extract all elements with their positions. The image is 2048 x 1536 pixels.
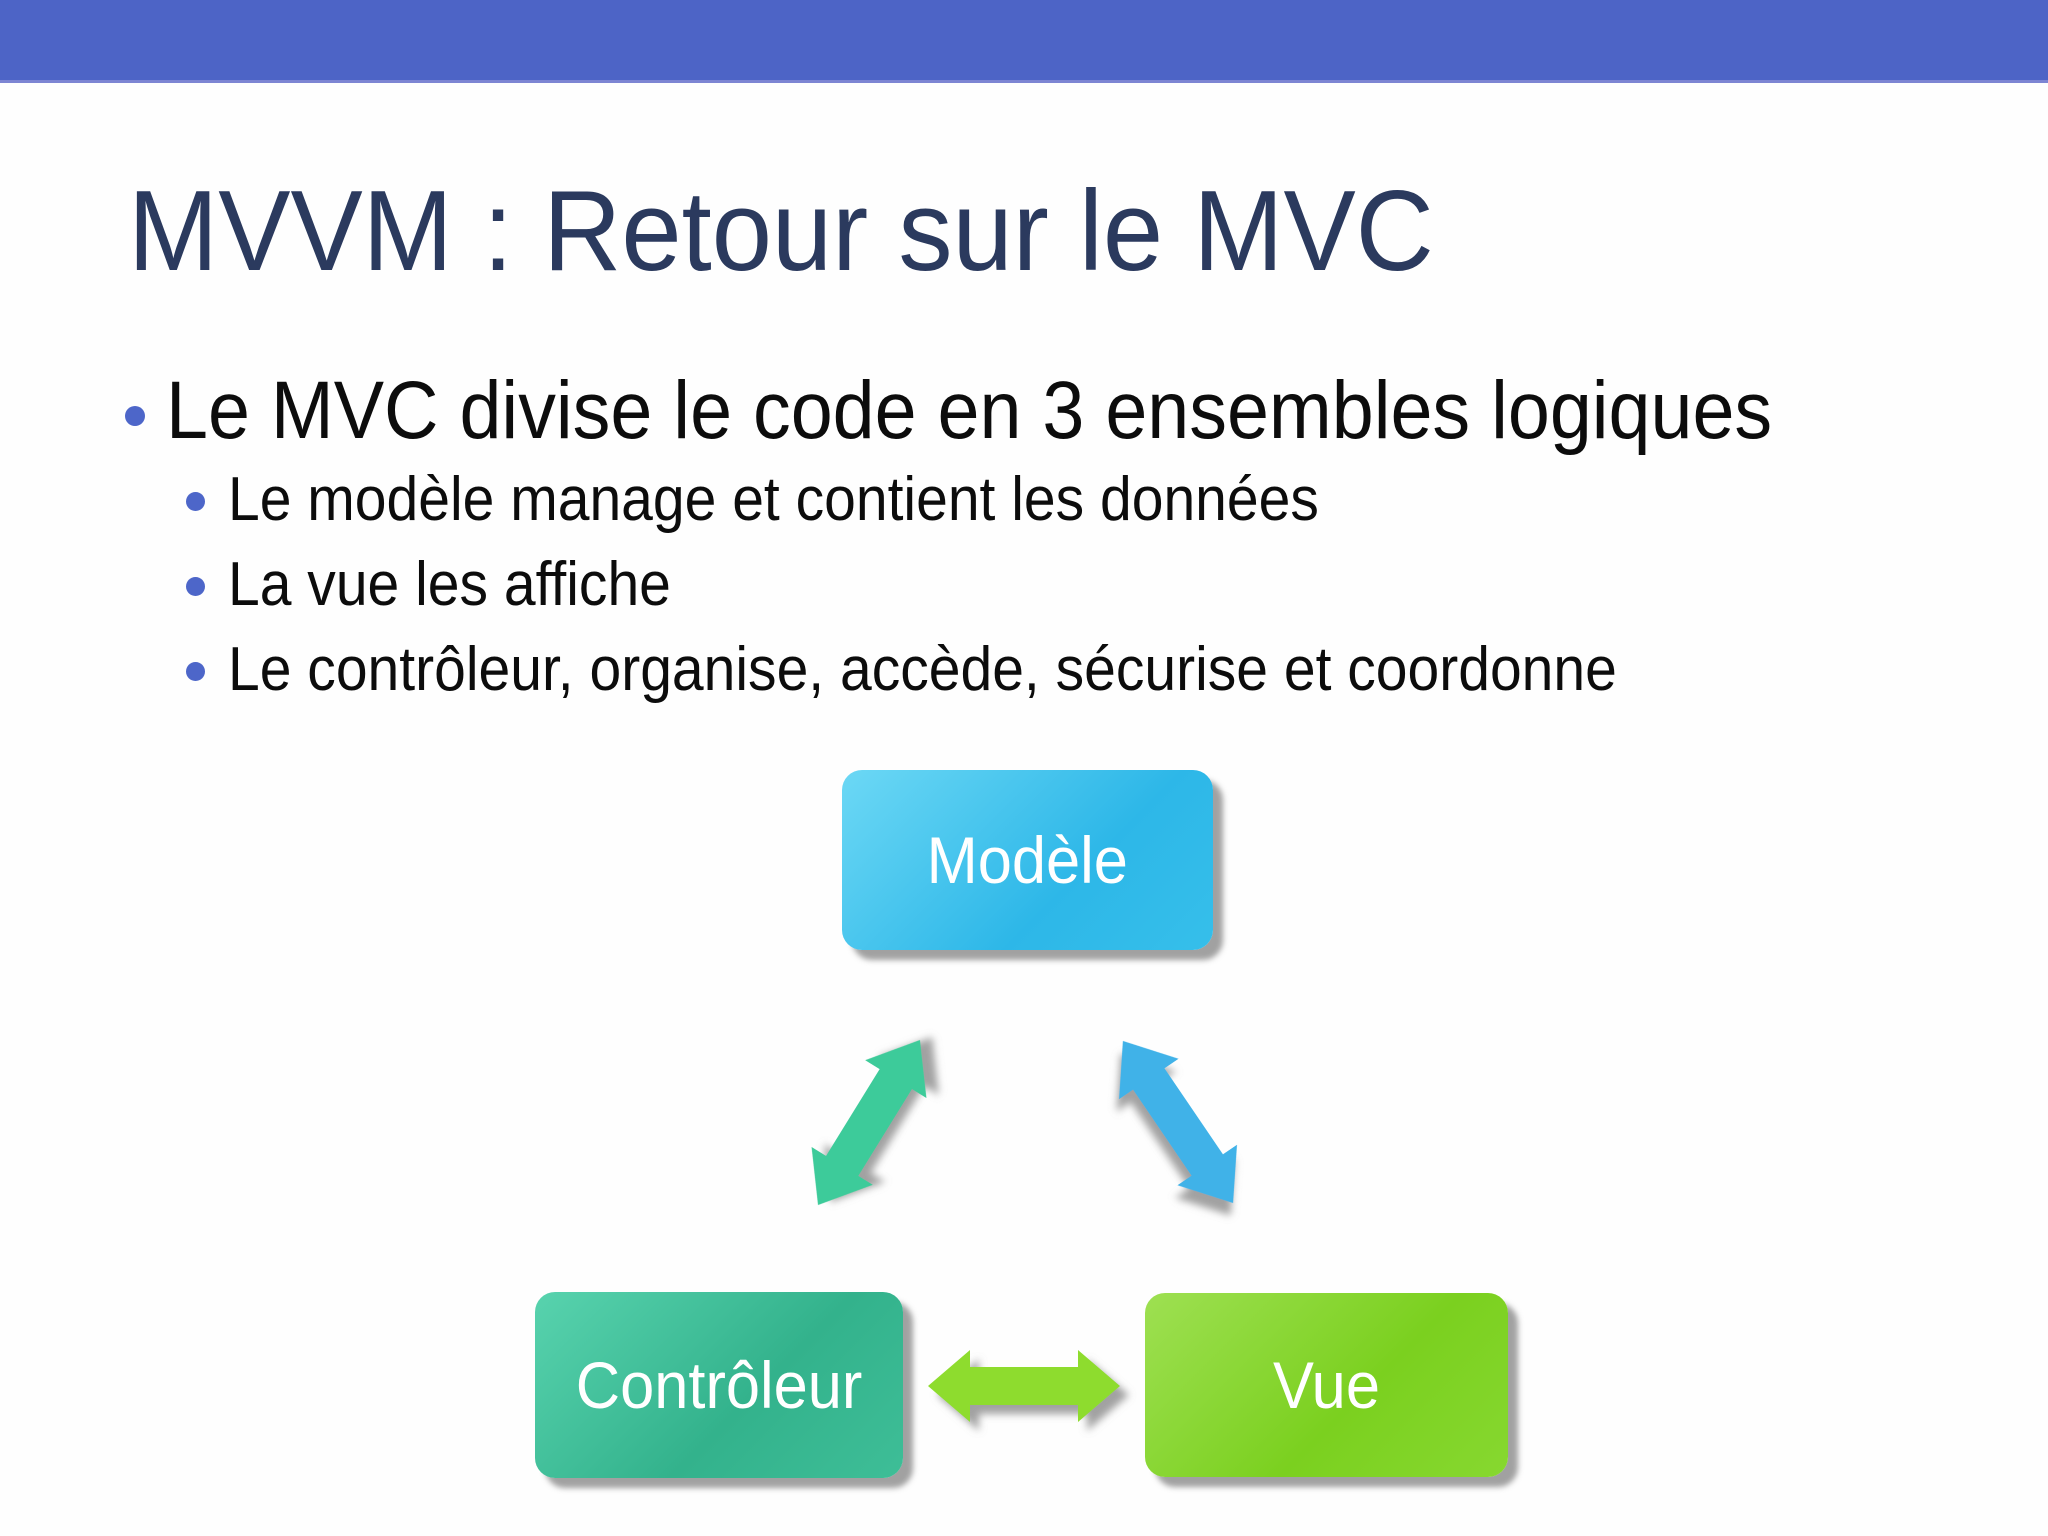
double-arrow-modele-vue-icon bbox=[1118, 1040, 1238, 1204]
bullet-text-level2: Le contrôleur, organise, accède, sécuris… bbox=[228, 635, 1617, 704]
page-title: MVVM : Retour sur le MVC bbox=[128, 168, 1434, 295]
double-arrow-modele-controleur-icon bbox=[811, 1039, 927, 1206]
header-accent-bar-edge bbox=[0, 80, 2048, 83]
diagram-node-label: Modèle bbox=[926, 823, 1129, 897]
double-arrow-controleur-vue-icon bbox=[928, 1350, 1120, 1422]
header-accent-bar bbox=[0, 0, 2048, 80]
bullet-text-level1: Le MVC divise le code en 3 ensembles log… bbox=[166, 365, 1773, 456]
bullet-icon bbox=[186, 492, 205, 511]
diagram-node-vue: Vue bbox=[1145, 1293, 1508, 1477]
diagram-node-controleur: Contrôleur bbox=[535, 1292, 903, 1478]
diagram-node-label: Contrôleur bbox=[575, 1348, 863, 1422]
bullet-icon bbox=[186, 662, 205, 681]
bullet-text-level2: La vue les affiche bbox=[228, 550, 671, 619]
bullet-icon bbox=[186, 577, 205, 596]
bullet-text-level2: Le modèle manage et contient les données bbox=[228, 465, 1319, 534]
diagram-node-modele: Modèle bbox=[842, 770, 1213, 950]
diagram-node-label: Vue bbox=[1273, 1348, 1380, 1422]
bullet-icon bbox=[125, 406, 145, 426]
